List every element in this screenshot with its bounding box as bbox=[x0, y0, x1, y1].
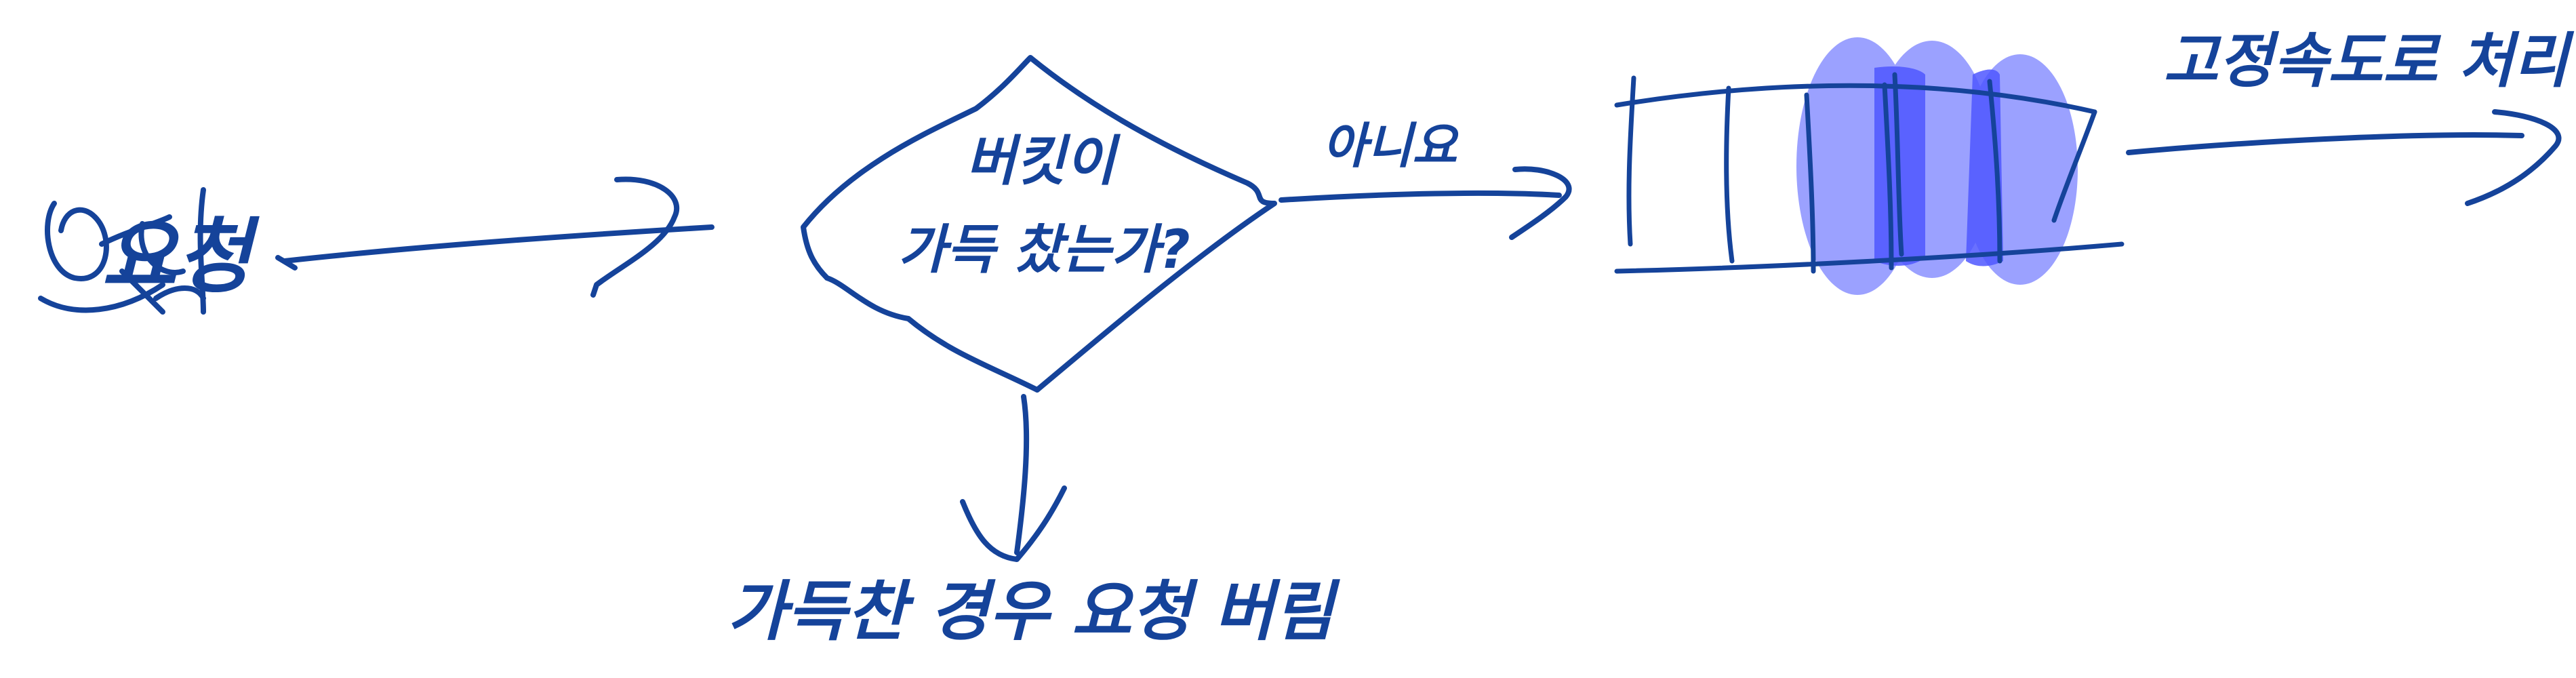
arrow-yes-branch: 가득찬 경우 요청 버림 bbox=[727, 394, 1340, 650]
output-label: 고정속도로 처리 bbox=[2163, 26, 2574, 96]
request-node: 요청 bbox=[38, 187, 260, 315]
arrow-bucket-to-output: 고정속도로 처리 bbox=[2126, 26, 2575, 206]
bucket-bottom-line bbox=[1614, 241, 2125, 274]
arrow-request-to-decision bbox=[275, 176, 715, 298]
bucket-queue bbox=[1614, 37, 2125, 295]
decision-diamond bbox=[801, 55, 1277, 393]
bucket-highlight-overlap bbox=[1874, 66, 2003, 266]
request-scribble bbox=[38, 187, 206, 315]
request-label: 요청 bbox=[102, 210, 260, 304]
yes-branch-label: 가득찬 경우 요청 버림 bbox=[727, 574, 1340, 650]
bucket-top-line bbox=[1614, 83, 2097, 115]
decision-node: 버킷이 가득 찼는가? bbox=[801, 55, 1277, 393]
no-branch-label: 아니요 bbox=[1323, 117, 1460, 174]
bucket-right-curl bbox=[2051, 109, 2097, 223]
arrow-no-branch: 아니요 bbox=[1279, 117, 1572, 240]
decision-label-line1: 버킷이 bbox=[966, 129, 1121, 193]
decision-label-line2: 가득 찼는가? bbox=[898, 220, 1190, 281]
